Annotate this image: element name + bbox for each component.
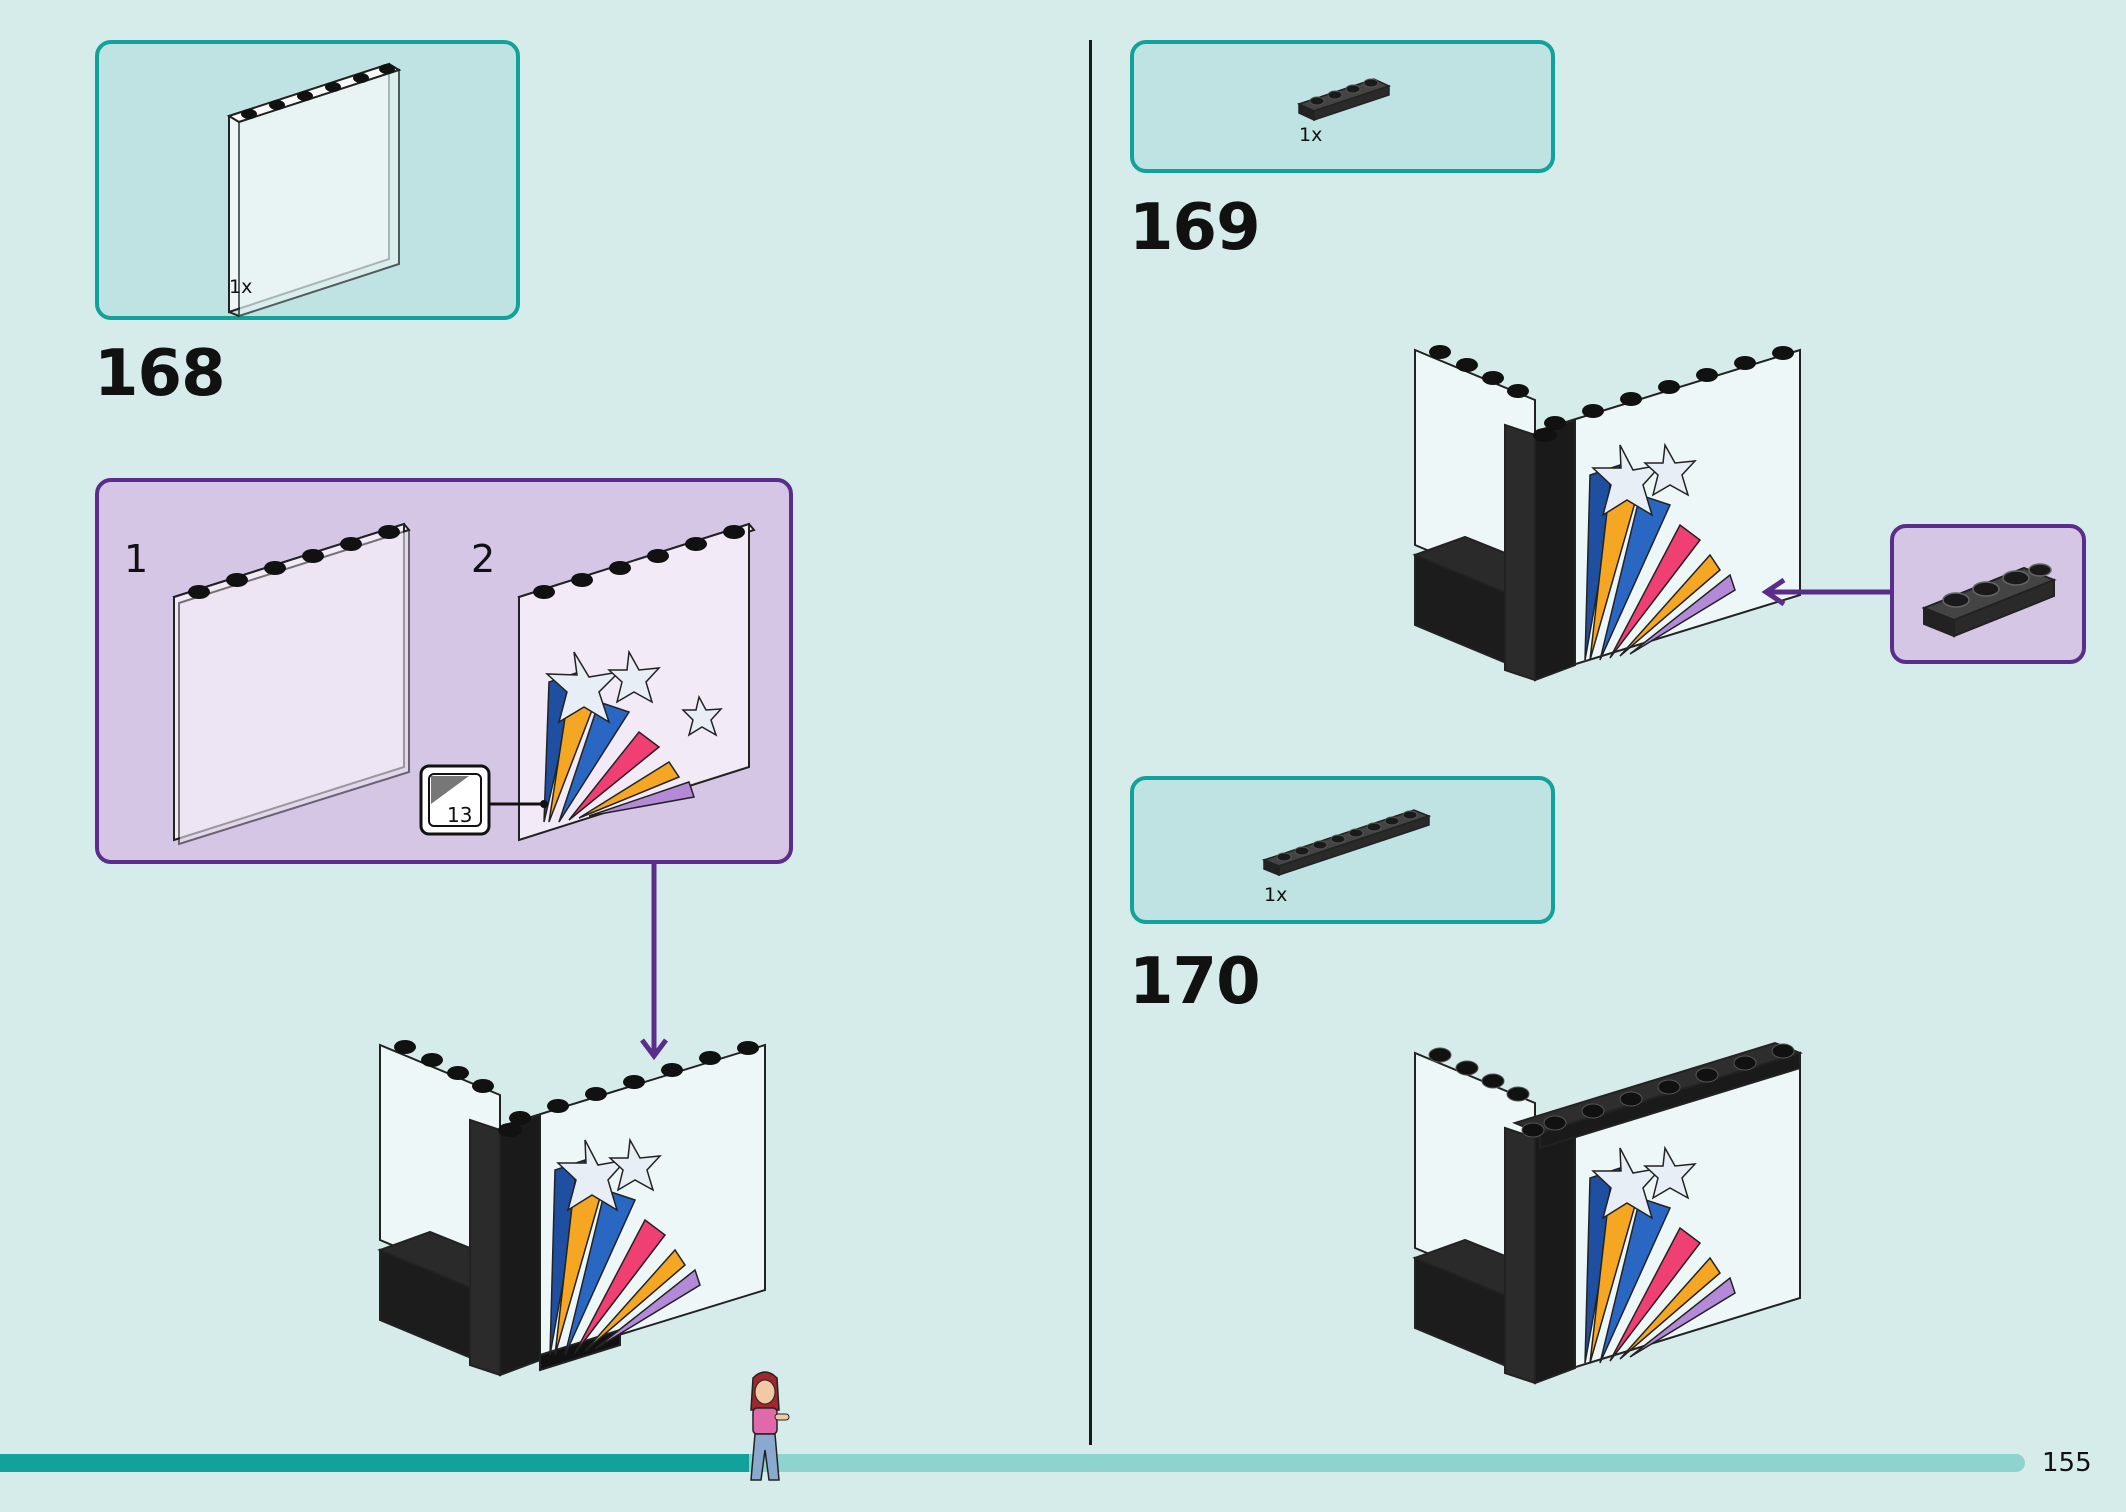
assembly-illustration-169 (1412, 345, 1801, 682)
added-part-callout (1890, 524, 2086, 664)
panel-part-icon (226, 62, 402, 318)
parts-callout-169: 1x (1130, 40, 1555, 173)
sub-step-2-label: 2 (471, 537, 496, 581)
step-number-168: 168 (94, 337, 226, 411)
step-number-170: 170 (1129, 945, 1261, 1019)
stickered-panel-illustration (419, 522, 756, 842)
sticker-number: 13 (447, 803, 473, 827)
parts-callout-170: 1x (1130, 776, 1555, 924)
plate-1x4-icon (1296, 78, 1392, 122)
plate-1x4-icon (1921, 563, 2057, 638)
left-arrow (1761, 577, 1895, 607)
sub-build-callout: 1 2 (95, 478, 793, 864)
part-quantity: 1x (1264, 884, 1288, 906)
plate-1x8-icon (1261, 809, 1432, 877)
clear-panel-illustration (172, 522, 411, 846)
part-quantity: 1x (229, 276, 253, 298)
assembly-illustration-170 (1412, 1041, 1804, 1385)
part-quantity: 1x (1299, 124, 1323, 146)
page-divider (1089, 40, 1092, 1445)
progress-fill (0, 1454, 749, 1472)
down-arrow (640, 864, 668, 1061)
step-number-169: 169 (1129, 191, 1261, 265)
minifigure-character (750, 1371, 790, 1481)
parts-callout-168: 1x (95, 40, 520, 320)
sub-step-1-label: 1 (124, 537, 149, 581)
page-number: 155 (2042, 1448, 2092, 1478)
assembly-illustration-168 (377, 1040, 766, 1377)
